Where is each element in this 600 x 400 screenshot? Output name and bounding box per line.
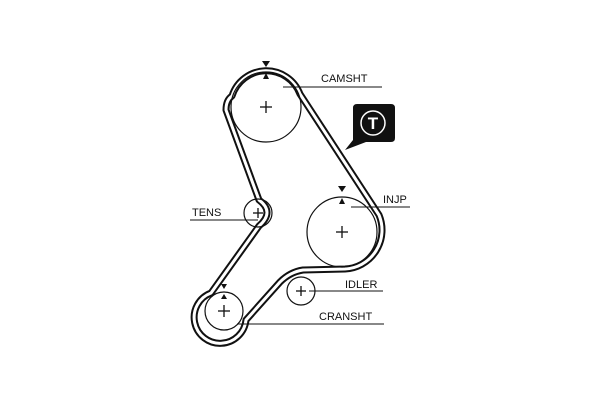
crankshaft-label: CRANSHT — [319, 311, 372, 323]
camshaft-pulley — [230, 61, 302, 143]
injection-pump-pulley — [306, 186, 378, 268]
injection-pump-timing-mark-icon — [338, 186, 346, 192]
crankshaft-pulley — [204, 284, 244, 331]
camshaft-timing-mark-icon — [262, 61, 270, 67]
camshaft-pulley-mark-icon — [263, 73, 269, 79]
badge-letter: T — [368, 114, 379, 133]
tensioner-label: TENS — [192, 207, 221, 219]
idler-label: IDLER — [345, 279, 377, 291]
crankshaft-pulley-mark-icon — [221, 294, 227, 299]
injection-pump-label: INJP — [383, 194, 407, 206]
crankshaft-timing-mark-icon — [221, 284, 227, 289]
tensioner-pulley — [243, 198, 273, 228]
timing-badge-icon: T — [345, 104, 395, 150]
leader-lines — [190, 86, 410, 325]
injection-pump-pulley-mark-icon — [339, 198, 345, 204]
camshaft-label: CAMSHT — [321, 73, 368, 85]
timing-belt — [190, 67, 386, 347]
